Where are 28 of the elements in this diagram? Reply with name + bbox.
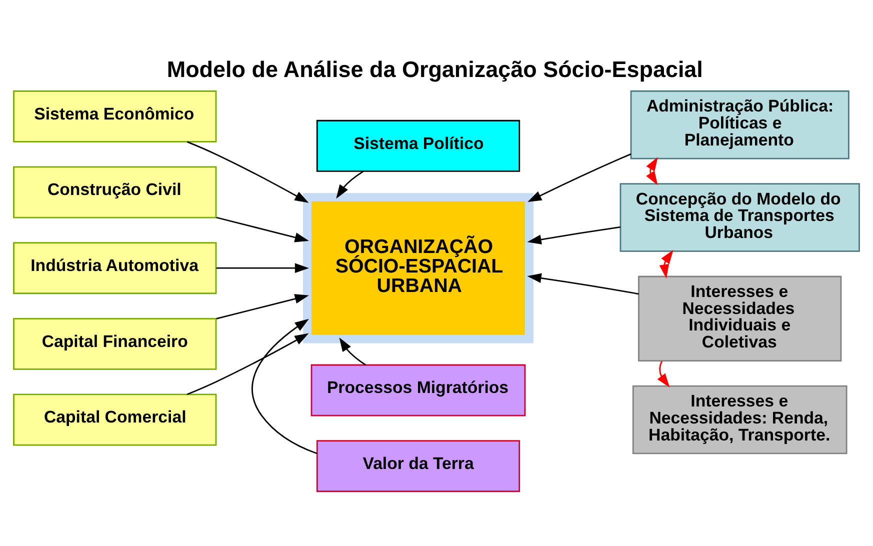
node-box: Indústria Automotiva bbox=[13, 242, 217, 294]
arrow bbox=[339, 337, 366, 366]
arrow bbox=[657, 360, 670, 388]
node-box: Construção Civil bbox=[13, 166, 217, 218]
node-box: Sistema Econômico bbox=[13, 90, 217, 142]
arrow bbox=[252, 318, 318, 454]
arrow bbox=[659, 250, 674, 278]
arrow bbox=[336, 170, 364, 199]
arrow bbox=[216, 263, 309, 273]
node-box: Capital Financeiro bbox=[13, 318, 217, 370]
arrow bbox=[186, 141, 309, 203]
node-box: Sistema Político bbox=[316, 120, 520, 172]
node-box: Concepção do Modelo do Sistema de Transportes Urbanos bbox=[620, 183, 860, 252]
arrow bbox=[527, 273, 639, 295]
arrow bbox=[527, 226, 620, 244]
diagram-title: Modelo de Análise da Organização Sócio-Espacial bbox=[166, 56, 703, 82]
node-box: ORGANIZAÇÃO SÓCIO-ESPACIAL URBANA bbox=[303, 192, 534, 344]
arrow bbox=[646, 156, 658, 186]
node-box: Administração Pública: Políticas e Planejamento bbox=[630, 90, 850, 160]
arrow bbox=[216, 216, 309, 242]
arrow bbox=[528, 153, 632, 202]
arrow bbox=[216, 294, 309, 320]
node-box: Interesses e Necessidades Individuais e Coletivas bbox=[638, 276, 842, 362]
node-box: Capital Comercial bbox=[13, 394, 217, 446]
node-box: Interesses e Necessidades: Renda, Habitação, Transporte. bbox=[632, 385, 848, 454]
node-box: Valor da Terra bbox=[316, 440, 520, 492]
arrow bbox=[186, 333, 309, 395]
node-box: Processos Migratórios bbox=[310, 364, 526, 416]
